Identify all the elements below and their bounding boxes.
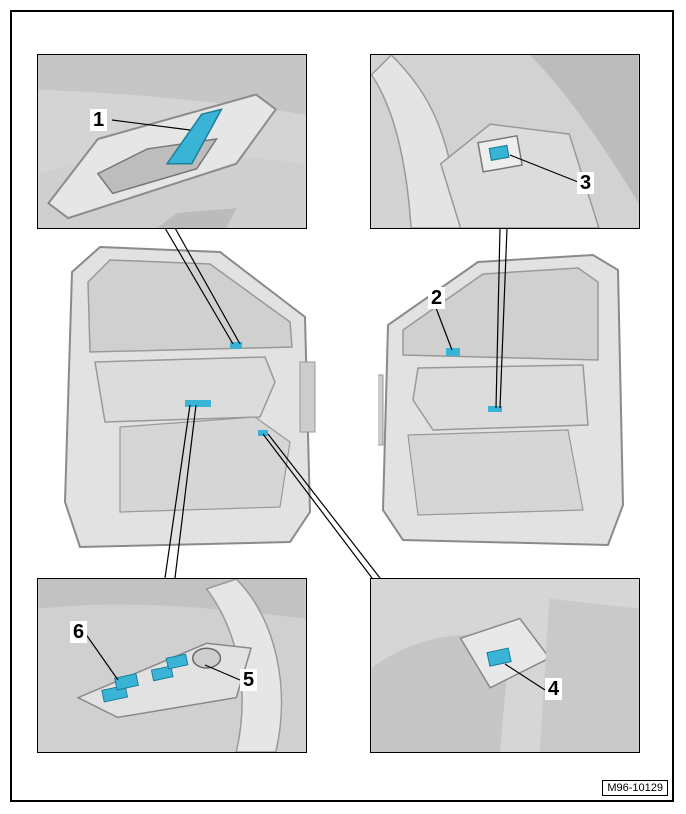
left-door-illustration xyxy=(63,245,316,549)
callout-4: 4 xyxy=(545,678,563,700)
highlight-part-1 xyxy=(165,108,223,165)
detail-4-illustration xyxy=(371,579,639,752)
right-door xyxy=(372,250,628,550)
detail-5-6-illustration xyxy=(38,579,306,752)
detail-panel-1 xyxy=(37,54,307,229)
right-door-illustration xyxy=(372,253,625,547)
callout-6: 6 xyxy=(70,621,88,643)
figure-frame xyxy=(10,10,674,802)
left-door xyxy=(60,242,325,552)
detail-3-illustration xyxy=(371,55,639,228)
highlight-part-3 xyxy=(488,144,510,161)
reference-code: M96-10129 xyxy=(602,780,668,796)
callout-1: 1 xyxy=(90,109,108,131)
detail-1-illustration xyxy=(38,55,306,228)
detail-panel-4 xyxy=(370,578,640,753)
callout-3: 3 xyxy=(577,172,595,194)
detail-panel-3 xyxy=(370,54,640,229)
detail-panel-5-6 xyxy=(37,578,307,753)
callout-5: 5 xyxy=(240,669,258,691)
callout-2: 2 xyxy=(428,287,446,309)
